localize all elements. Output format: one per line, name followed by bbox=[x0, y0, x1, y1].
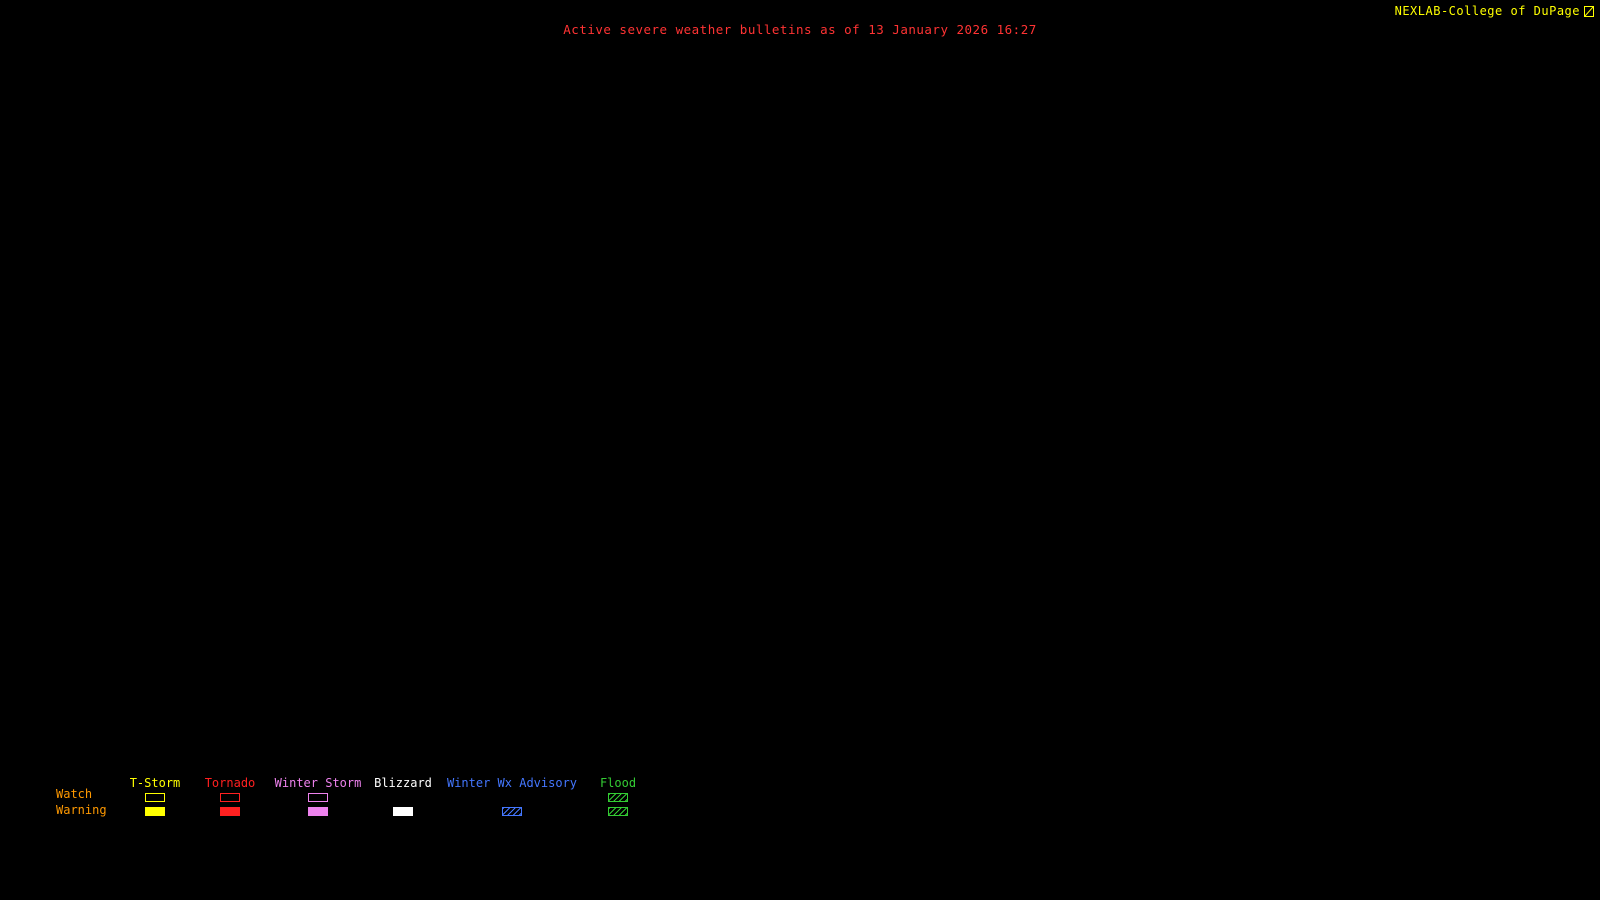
legend-warning-swatch bbox=[608, 807, 628, 816]
legend-column-flood: Flood bbox=[543, 776, 693, 816]
legend-row-label-watch: Watch bbox=[56, 787, 93, 801]
legend-column-blizzard: Blizzard bbox=[328, 776, 478, 816]
legend-column-label: Flood bbox=[599, 776, 637, 790]
legend-column-tornado: Tornado bbox=[155, 776, 305, 816]
legend-warning-swatch bbox=[220, 807, 240, 816]
legend-column-winter-wx-advisory: Winter Wx Advisory bbox=[437, 776, 587, 816]
legend-column-tstorm: T-Storm bbox=[80, 776, 230, 816]
legend-watch-swatch bbox=[308, 793, 328, 802]
brand: NEXLAB-College of DuPage bbox=[1395, 4, 1594, 18]
legend: Watch Warning T-Storm Tornado Winter Sto… bbox=[0, 776, 900, 836]
legend-column-label: T-Storm bbox=[129, 776, 181, 790]
legend-column-label: Blizzard bbox=[374, 776, 432, 790]
legend-watch-swatch bbox=[220, 793, 240, 802]
legend-column-label: Winter Wx Advisory bbox=[446, 776, 578, 790]
legend-row-label-warning: Warning bbox=[56, 803, 107, 817]
legend-watch-swatch bbox=[608, 793, 628, 802]
legend-warning-swatch bbox=[393, 807, 413, 816]
legend-column-label: Winter Storm bbox=[274, 776, 362, 790]
legend-column-label: Tornado bbox=[204, 776, 256, 790]
legend-warning-swatch bbox=[308, 807, 328, 816]
legend-column-winter-storm: Winter Storm bbox=[243, 776, 393, 816]
legend-watch-swatch bbox=[145, 793, 165, 802]
brand-label: NEXLAB-College of DuPage bbox=[1394, 4, 1580, 18]
cod-logo-icon bbox=[1584, 5, 1594, 17]
legend-warning-swatch bbox=[145, 807, 165, 816]
map-title: Active severe weather bulletins as of 13… bbox=[563, 22, 1037, 37]
legend-warning-swatch bbox=[502, 807, 522, 816]
